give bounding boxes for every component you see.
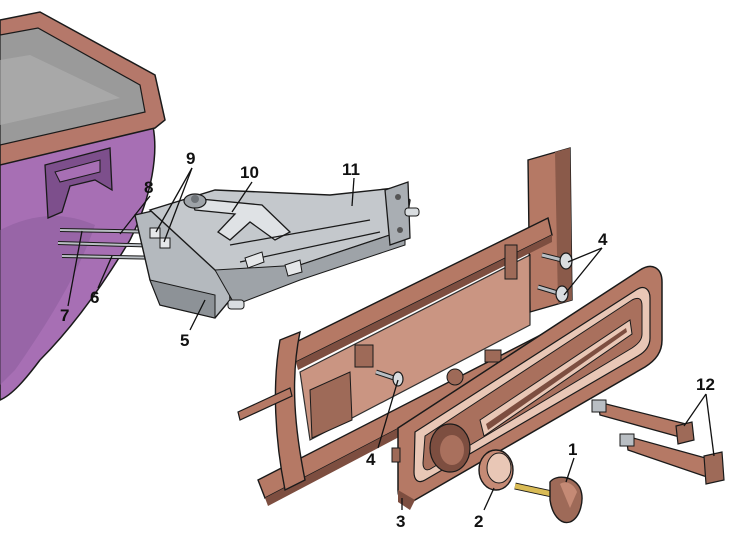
mechanism-end-bracket xyxy=(384,181,411,246)
leader-11 xyxy=(351,177,355,207)
callout-5: 5 xyxy=(180,331,189,350)
screw-lower xyxy=(537,284,569,303)
leader-lines xyxy=(67,167,715,511)
callout-labels: 1 2 3 4 4 5 6 7 8 9 10 11 12 xyxy=(60,149,715,531)
control-mechanism xyxy=(134,181,420,319)
leader-4a-2 xyxy=(563,247,603,296)
callout-8: 8 xyxy=(144,178,153,197)
housing-shade xyxy=(0,215,95,385)
leader-12-2 xyxy=(705,393,715,457)
callout-11: 11 xyxy=(342,160,360,179)
callout-1: 1 xyxy=(568,440,577,459)
leader-4b xyxy=(377,379,399,449)
leader-9-1 xyxy=(155,167,193,233)
leader-2 xyxy=(483,487,495,511)
lever-arm xyxy=(188,197,292,241)
leader-6 xyxy=(97,255,113,289)
screws xyxy=(375,252,573,387)
frame-post-left xyxy=(274,330,306,492)
leader-9-2 xyxy=(163,167,193,243)
leader-7 xyxy=(67,230,83,307)
callout-3: 3 xyxy=(396,512,405,531)
front-panel xyxy=(391,265,663,510)
screw-left xyxy=(375,369,404,387)
callout-4-upper: 4 xyxy=(598,230,608,249)
purple-housing xyxy=(0,11,166,401)
callout-10: 10 xyxy=(240,163,259,182)
leader-10 xyxy=(231,181,253,213)
leader-12-1 xyxy=(683,393,707,427)
callout-4-lower: 4 xyxy=(366,450,376,469)
callout-6: 6 xyxy=(90,288,99,307)
callout-9: 9 xyxy=(186,149,195,168)
leader-4a-1 xyxy=(567,247,603,263)
callout-12: 12 xyxy=(696,375,715,394)
knob xyxy=(514,476,583,524)
slider-levers xyxy=(591,399,725,485)
disc xyxy=(478,449,514,491)
slider-lower xyxy=(619,433,725,485)
callout-7: 7 xyxy=(60,306,69,325)
leader-1 xyxy=(565,457,575,483)
leader-8 xyxy=(119,195,151,235)
leader-5 xyxy=(189,299,206,331)
slider-upper xyxy=(591,399,695,445)
frame-inner-panel xyxy=(299,254,531,441)
callout-2: 2 xyxy=(474,512,483,531)
